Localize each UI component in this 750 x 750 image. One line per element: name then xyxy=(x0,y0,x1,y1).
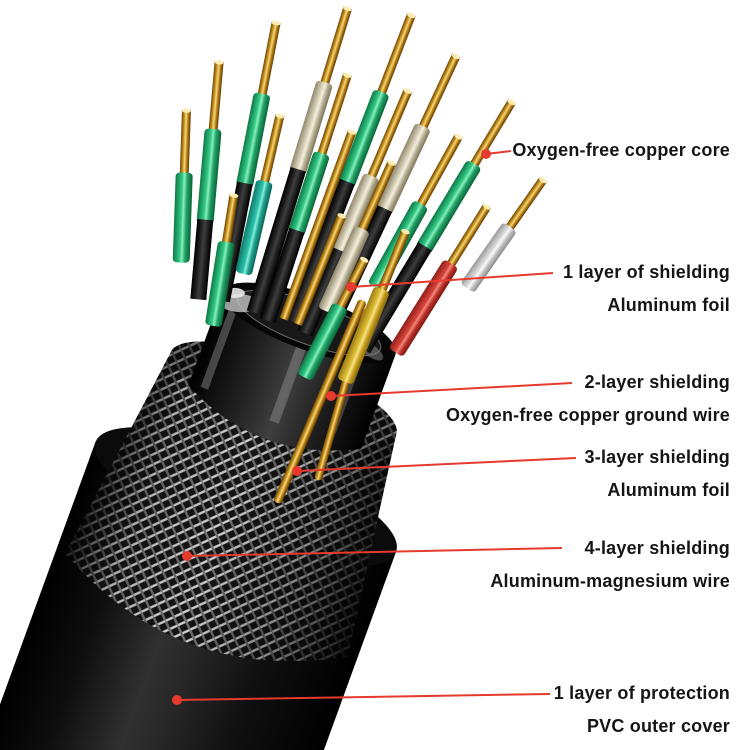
callouts xyxy=(172,149,577,705)
cable-body xyxy=(0,6,548,750)
annotation-protection: 1 layer of protection PVC outer cover xyxy=(554,677,730,743)
annotation-line: Aluminum foil xyxy=(607,480,730,500)
wire xyxy=(293,213,347,327)
wire xyxy=(279,129,357,321)
annotation-shield-3: 3-layer shielding Aluminum foil xyxy=(585,441,730,507)
wire xyxy=(246,6,353,316)
wire xyxy=(389,203,492,356)
annotation-line: PVC outer cover xyxy=(586,716,730,736)
annotation-line: 1 layer of shielding xyxy=(562,262,730,282)
callout-shield-4 xyxy=(182,547,563,561)
wire xyxy=(338,228,411,384)
annotation-line: Oxygen-free copper ground wire xyxy=(445,405,730,425)
annotation-line: Aluminum-magnesium wire xyxy=(490,571,730,591)
annotation-shield-2: 2-layer shielding Oxygen-free copper gro… xyxy=(446,366,730,432)
wire-bundle xyxy=(172,6,548,384)
annotation-line: Aluminum foil xyxy=(607,295,730,315)
callout-shield-1 xyxy=(346,272,554,292)
annotation-shield-4: 4-layer shielding Aluminum-magnesium wir… xyxy=(490,532,730,598)
wire xyxy=(235,113,285,275)
annotation-copper-core: Oxygen-free copper core xyxy=(512,134,730,167)
wire xyxy=(190,60,224,301)
callout-shield-2 xyxy=(326,382,573,401)
annotation-line: 4-layer shielding xyxy=(584,538,730,558)
annotation-line: 1 layer of protection xyxy=(553,683,730,703)
callout-shield-3 xyxy=(292,457,577,476)
callout-protection xyxy=(172,693,551,705)
wire xyxy=(205,193,239,327)
annotation-line: 3-layer shielding xyxy=(584,447,730,467)
wire xyxy=(172,108,193,263)
annotation-line: Oxygen-free copper core xyxy=(512,140,730,160)
wire xyxy=(461,176,548,292)
wire xyxy=(319,160,397,314)
annotation-shield-1: 1 layer of shielding Aluminum foil xyxy=(563,256,730,322)
wire xyxy=(259,72,352,324)
callout-copper-core xyxy=(481,149,512,159)
annotation-line: 2-layer shielding xyxy=(584,372,730,392)
